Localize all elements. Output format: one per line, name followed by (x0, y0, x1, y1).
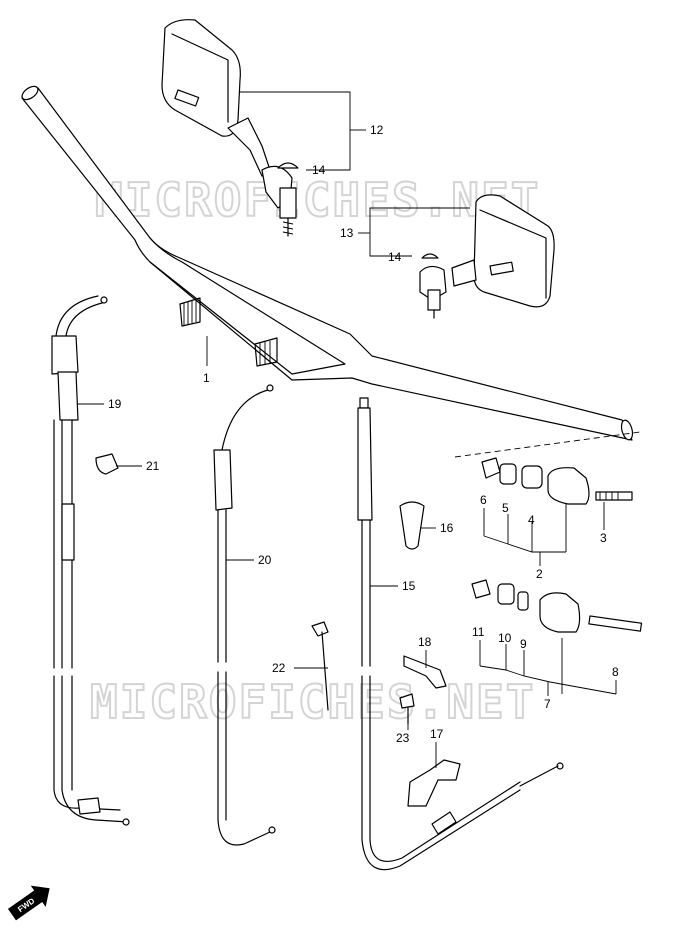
bar-end-lower (471, 579, 643, 633)
label-18: 18 (418, 635, 432, 649)
clip-22 (311, 621, 329, 637)
cap-14a (277, 162, 299, 169)
label-5: 5 (502, 501, 509, 515)
label-13: 13 (340, 226, 354, 240)
label-3: 3 (600, 531, 607, 545)
label-1: 1 (203, 371, 210, 385)
label-7: 7 (544, 697, 551, 711)
label-16: 16 (440, 521, 454, 535)
label-11: 11 (472, 625, 485, 639)
label-14b: 14 (388, 250, 402, 264)
label-19: 19 (108, 397, 122, 411)
mirror-right (419, 194, 555, 319)
callout-2-6 (483, 502, 605, 566)
bolt-23 (399, 693, 415, 725)
throttle-cables (51, 295, 130, 826)
bracket-17 (407, 759, 461, 807)
knurl-left (179, 297, 201, 327)
label-20: 20 (258, 553, 272, 567)
handlebar (21, 85, 641, 458)
label-14a: 14 (312, 163, 326, 177)
callout-13 (358, 207, 470, 257)
label-21: 21 (146, 459, 160, 473)
watermark-top: MICROFICHES.NET (95, 173, 540, 227)
label-6: 6 (480, 493, 487, 507)
clamp-21 (95, 453, 119, 475)
label-8: 8 (612, 665, 619, 679)
label-12: 12 (370, 123, 384, 137)
mirror-left (161, 19, 297, 237)
label-10: 10 (498, 631, 512, 645)
label-23: 23 (396, 731, 410, 745)
bar-end-upper (481, 457, 633, 505)
label-9: 9 (520, 637, 527, 651)
label-15: 15 (402, 579, 416, 593)
cable-20 (213, 384, 276, 846)
callout-7-11 (479, 638, 617, 696)
label-2: 2 (536, 567, 543, 581)
callout-12 (240, 91, 366, 171)
label-22: 22 (272, 661, 286, 675)
watermark-bottom: MICROFICHES.NET (90, 675, 535, 729)
fwd-arrow-icon: FWD (7, 885, 50, 921)
label-4: 4 (528, 513, 535, 527)
knurl-right (254, 337, 278, 367)
bracket-18 (403, 655, 447, 689)
cap-14b (421, 253, 439, 259)
boot-16 (399, 501, 425, 550)
cable-15 (357, 397, 564, 871)
label-17: 17 (430, 727, 444, 741)
